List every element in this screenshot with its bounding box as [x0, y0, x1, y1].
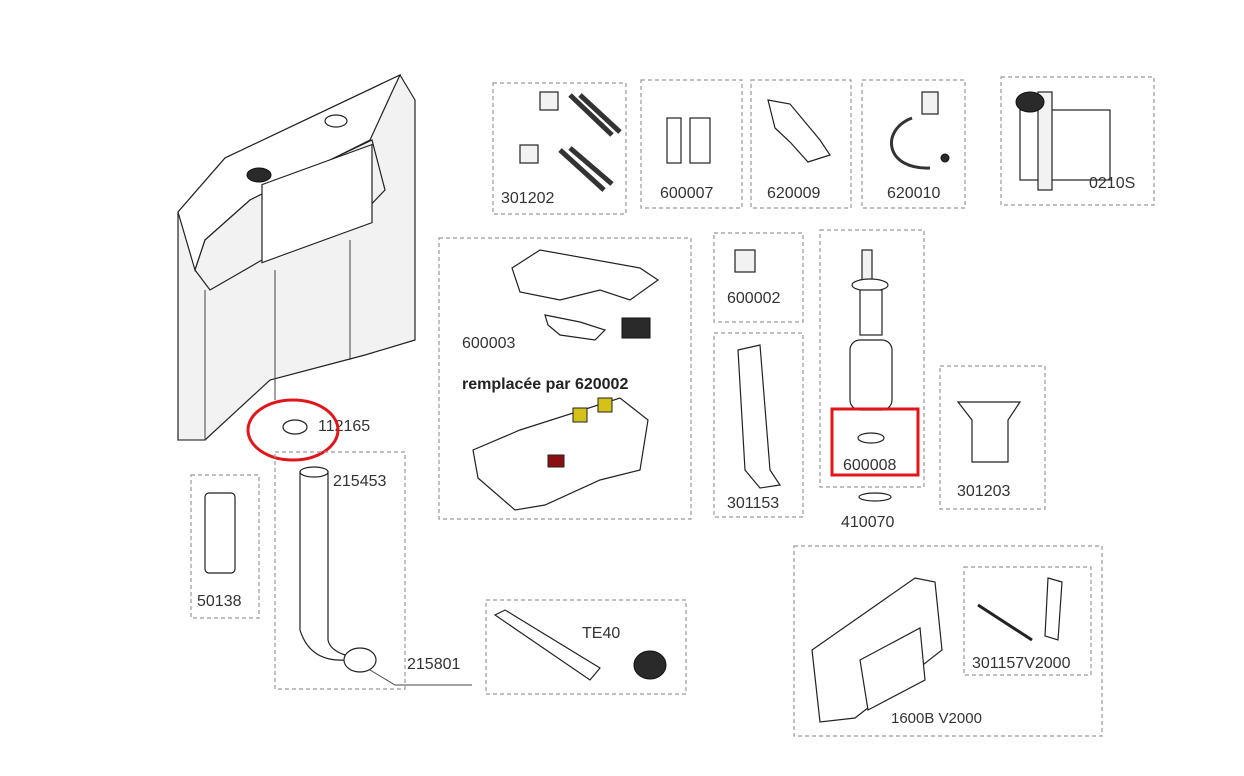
leader-215801 — [369, 669, 472, 686]
box-TE40 — [485, 599, 687, 695]
sleeve-50138-drawing — [204, 492, 236, 574]
replacement-note: remplacée par 620002 — [462, 376, 628, 393]
label-TE40: TE40 — [582, 625, 620, 642]
screws-301202-drawing — [519, 91, 622, 192]
box-0210S — [1000, 76, 1155, 206]
box-50138 — [190, 474, 260, 619]
box-301157V2000 — [963, 566, 1092, 676]
label-50138: 50138 — [197, 593, 242, 610]
highlight-box-600008 — [830, 407, 920, 477]
brackets-600007-drawing — [666, 117, 711, 164]
pipe-TE40-drawing — [493, 609, 667, 681]
label-410070: 410070 — [841, 514, 894, 531]
flush-valve-600008-drawing — [849, 249, 893, 444]
box-1600B — [793, 545, 1103, 737]
label-301203: 301203 — [957, 483, 1010, 500]
label-215801: 215801 — [407, 656, 460, 673]
label-1600B: 1600B V2000 — [891, 710, 982, 727]
box-600002 — [713, 232, 804, 323]
box-620010 — [861, 79, 966, 209]
label-215453: 215453 — [333, 473, 386, 490]
flush-mechanism-600003-drawing — [472, 249, 660, 511]
label-600002: 600002 — [727, 290, 780, 307]
label-600007: 600007 — [660, 185, 713, 202]
flush-plate-1600B-drawing — [811, 577, 943, 723]
clip-600002-drawing — [734, 249, 756, 273]
seal-ring-112165-drawing — [282, 419, 308, 435]
box-600008 — [819, 229, 925, 488]
cup-301203-drawing — [956, 401, 1022, 463]
washer-410070-drawing — [858, 492, 892, 502]
label-112165: 112165 — [318, 418, 370, 435]
label-301202: 301202 — [501, 190, 554, 207]
cistern-tank-drawing — [177, 73, 416, 441]
box-600007 — [640, 79, 743, 209]
flush-pipe-215453-drawing — [299, 466, 377, 673]
box-620009 — [750, 79, 852, 209]
box-301203 — [939, 365, 1046, 510]
label-620010: 620010 — [887, 185, 940, 202]
label-600008: 600008 — [843, 457, 896, 474]
label-301153: 301153 — [727, 495, 779, 512]
label-0210S: 0210S — [1089, 175, 1135, 192]
bracket-620009-drawing — [767, 99, 831, 163]
box-215453 — [274, 451, 406, 690]
label-620009: 620009 — [767, 185, 820, 202]
valve-hose-620010-drawing — [890, 91, 950, 170]
highlight-circle — [246, 398, 340, 462]
fill-valve-0210S-drawing — [1015, 91, 1111, 191]
rod-301153-drawing — [737, 344, 782, 489]
label-301157V2000: 301157V2000 — [972, 655, 1071, 672]
box-301153 — [713, 332, 804, 518]
screw-rod-301157-drawing — [977, 577, 1063, 642]
label-600003: 600003 — [462, 335, 515, 352]
box-301202 — [492, 82, 627, 215]
box-600003 — [438, 237, 692, 520]
